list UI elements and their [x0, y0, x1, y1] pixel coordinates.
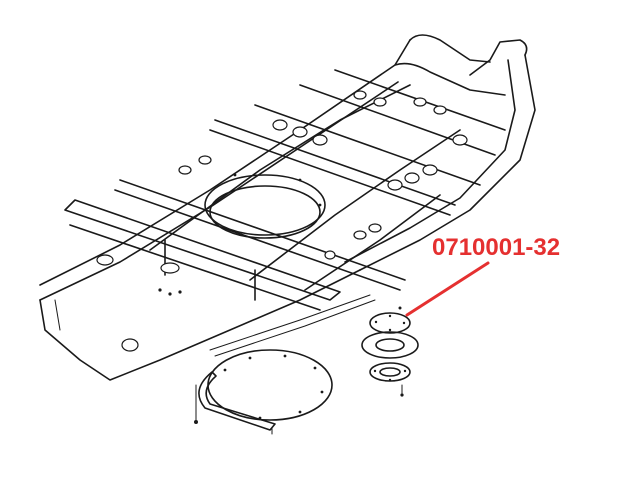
retainer-screw-head: [400, 393, 404, 397]
retainer-ring-outer: [369, 362, 411, 382]
rivet: [318, 203, 322, 207]
lightening-hole: [272, 119, 288, 131]
stiffener: [209, 294, 371, 351]
lightening-hole: [353, 230, 367, 240]
cross-beam-1b: [119, 179, 406, 281]
gasket-ring-inner: [375, 338, 405, 352]
rear-cross-top: [409, 34, 491, 63]
lightening-hole: [198, 155, 212, 165]
cover-bolt-hole: [223, 368, 227, 372]
lightening-hole: [404, 172, 420, 184]
wheel-well-lip: [209, 185, 321, 239]
cover-bolt-hole: [258, 416, 262, 420]
lightening-hole: [160, 262, 180, 274]
left-rail-inner: [39, 81, 399, 301]
cover-screw-head: [194, 420, 198, 424]
lightening-hole: [292, 126, 308, 138]
lightening-hole: [324, 250, 336, 260]
lightening-hole: [433, 105, 447, 115]
lightening-hole: [353, 90, 367, 100]
cover-bolt-hole: [320, 390, 324, 394]
lightening-hole: [312, 134, 328, 146]
rear-corner: [469, 39, 528, 76]
lightening-hole: [368, 223, 382, 233]
retainer-hole: [373, 369, 377, 373]
front-lower-edge: [39, 269, 361, 381]
lightening-hole: [96, 254, 114, 266]
cross-beam-4: [299, 84, 496, 156]
cover-bolt-hole: [283, 354, 287, 358]
rivet: [233, 173, 237, 177]
left-rail-top: [39, 39, 411, 286]
small-plate: [369, 312, 411, 334]
cover-bolt-hole: [298, 410, 302, 414]
long-member-3: [304, 194, 441, 291]
cross-beam-3: [254, 104, 481, 186]
plate-hole: [388, 328, 392, 332]
rear-cross-lower: [394, 62, 506, 96]
lightening-hole: [373, 97, 387, 107]
lightening-hole: [413, 97, 427, 107]
plate-hole: [388, 314, 392, 318]
cover-bolt-hole: [313, 366, 317, 370]
retainer-hole: [388, 378, 392, 382]
retainer-ring-inner: [379, 367, 401, 377]
cross-beam-2b: [214, 119, 456, 206]
plate-ring-stack: [361, 306, 419, 397]
rivet: [158, 288, 162, 292]
wheel-well-cover-panel: [194, 349, 333, 435]
rivet: [178, 290, 182, 294]
lightening-hole: [387, 179, 403, 191]
plate-hole: [402, 321, 406, 325]
lightening-hole: [452, 134, 468, 146]
cover-bolt-hole: [248, 356, 252, 360]
lightening-hole: [178, 165, 192, 175]
part-number-label: 0710001-32: [432, 234, 560, 261]
plate-screw: [398, 306, 402, 310]
cross-beam-2: [209, 129, 451, 216]
stiffener: [214, 299, 376, 357]
front-crossmember-lower: [69, 224, 321, 311]
retainer-hole: [403, 369, 407, 373]
right-rail-inner: [344, 59, 516, 263]
callout-leader-line: [405, 261, 490, 317]
rivet: [298, 178, 302, 182]
floor-frame: [39, 34, 536, 381]
stiffener: [54, 299, 61, 331]
rivet: [168, 292, 172, 296]
cover-seal-strip: [198, 371, 276, 431]
plate-hole: [374, 320, 378, 324]
gasket-ring-outer: [361, 331, 419, 359]
front-crossmember: [64, 199, 341, 301]
cross-beam-1: [114, 189, 401, 291]
wheel-well-opening: [204, 174, 326, 236]
lightening-hole: [422, 164, 438, 176]
lightening-hole: [121, 338, 139, 352]
long-member-2: [249, 129, 461, 281]
right-rail: [359, 54, 536, 271]
